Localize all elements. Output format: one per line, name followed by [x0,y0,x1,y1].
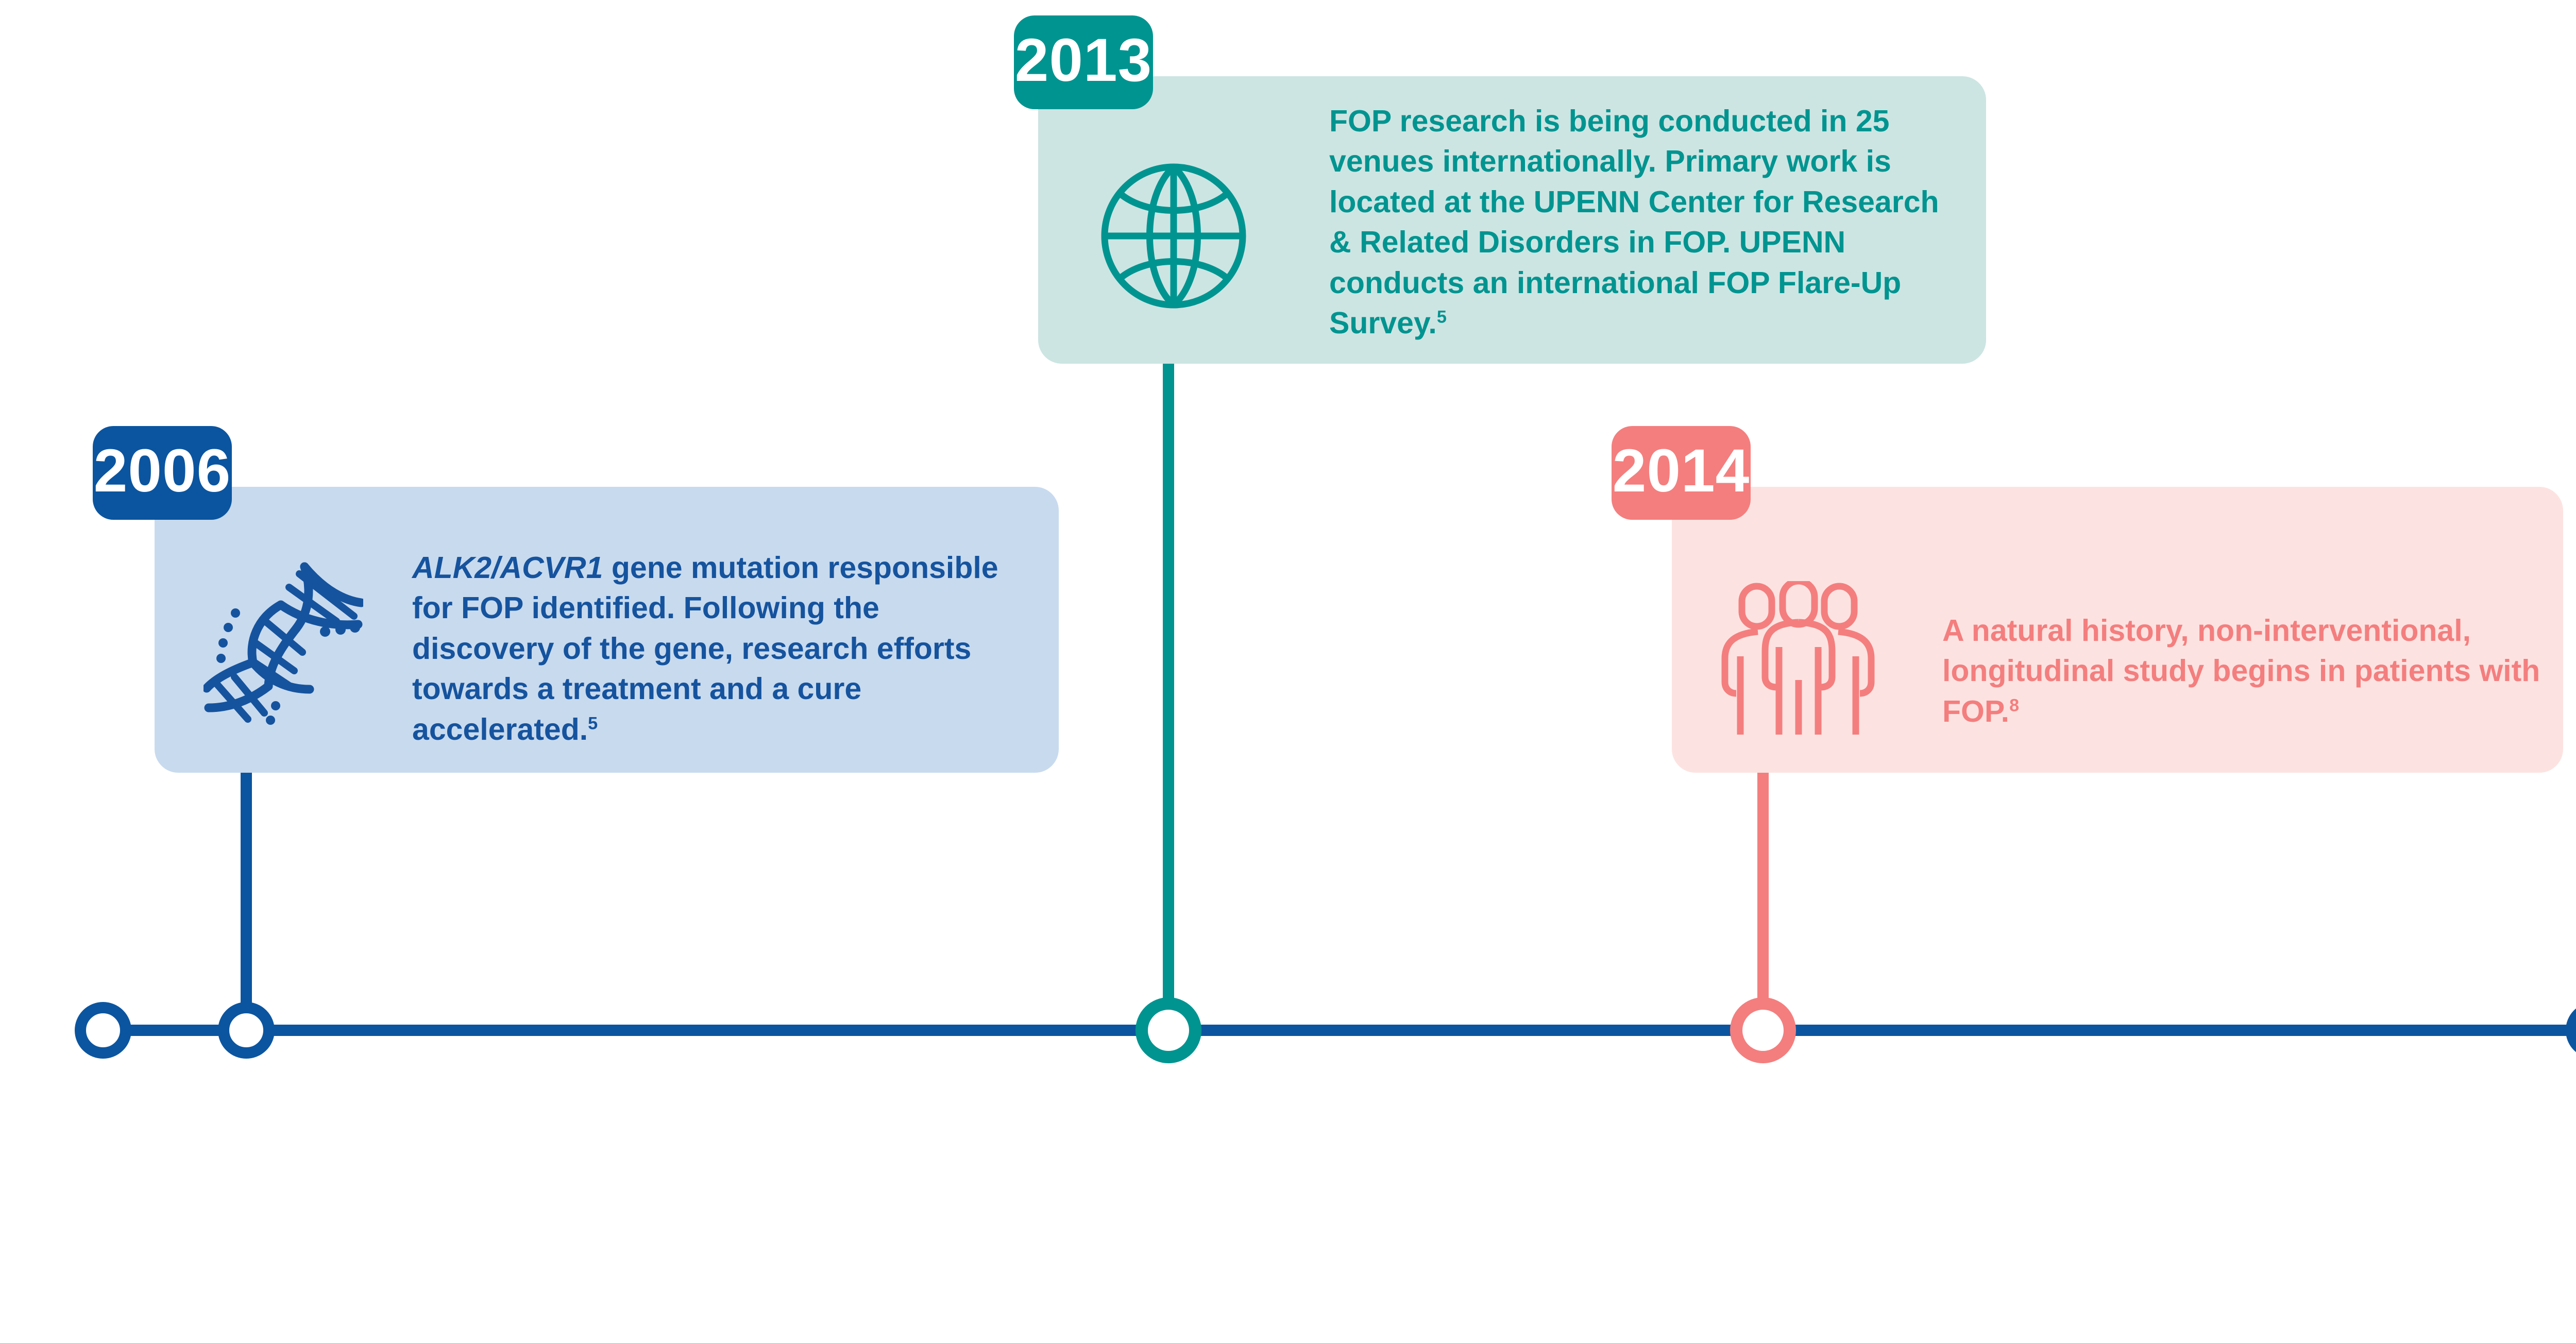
timeline-node-2014[interactable] [1730,997,1796,1063]
event-text-2014: A natural history, non-interventional, l… [1942,614,2540,728]
start-endpoint-circle [75,1002,131,1059]
year-badge-2006[interactable]: 2006 [93,426,232,520]
globe-icon [1096,159,1251,313]
event-text-2013: FOP research is being conducted in 25 ve… [1329,104,1939,341]
timeline-node-2006[interactable] [218,1002,275,1059]
year-badge-2014[interactable]: 2014 [1612,426,1751,520]
timeline-node-2013[interactable] [1136,997,1201,1063]
event-text-2006: ALK2/ACVR1 gene mutation responsible for… [412,551,998,746]
dna-helix-icon [202,551,366,726]
end-endpoint-circle [2566,1008,2576,1052]
people-group-icon [1721,577,1875,751]
event-card-2006 [155,487,1059,773]
year-badge-2013[interactable]: 2013 [1014,15,1153,109]
